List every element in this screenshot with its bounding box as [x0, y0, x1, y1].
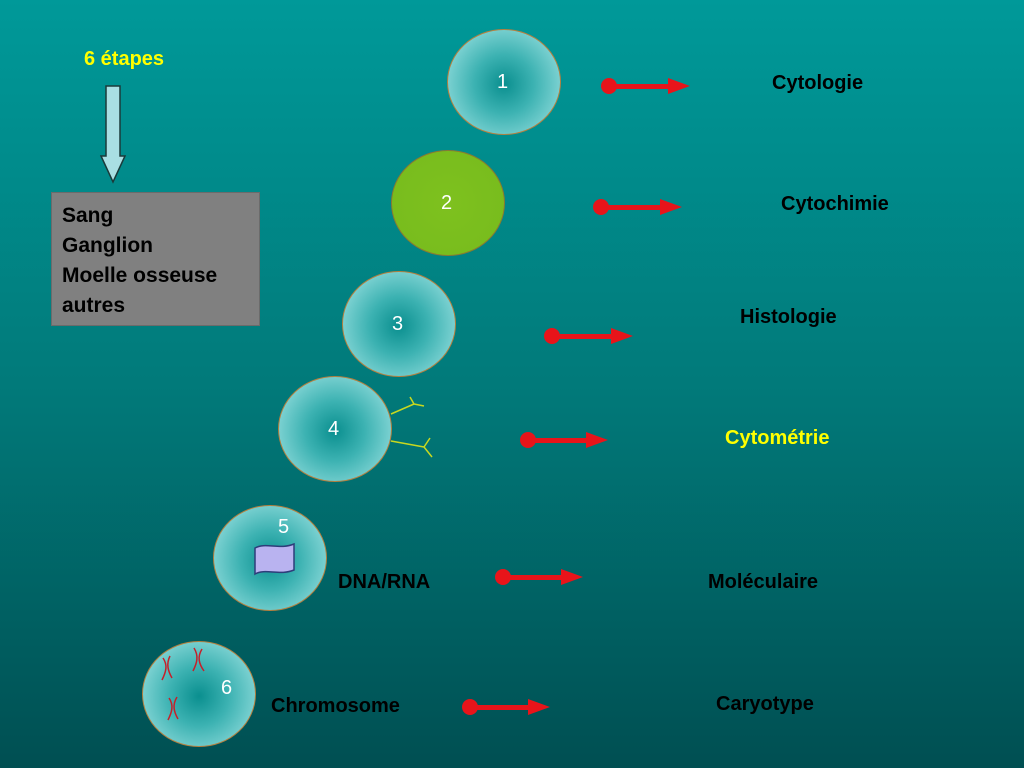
method-moleculaire: Moléculaire: [708, 571, 819, 593]
cell-number-3: 3: [392, 313, 404, 335]
arrow-icon-6: [462, 699, 550, 715]
down-arrow-icon: [99, 85, 127, 184]
cell-number-5: 5: [278, 516, 290, 538]
cell-number-1: 1: [497, 71, 509, 93]
method-cytologie: Cytologie: [772, 72, 864, 94]
sample-sources-box: Sang Ganglion Moelle osseuse autres: [51, 192, 260, 326]
method-histologie: Histologie: [740, 306, 837, 328]
arrow-icon-2: [593, 199, 682, 215]
diagram-title: 6 étapes: [84, 48, 165, 70]
arrow-icon-5: [495, 569, 583, 585]
cell-number-4: 4: [328, 418, 340, 440]
source-item: Moelle osseuse: [62, 264, 218, 287]
source-item: Ganglion: [62, 234, 153, 257]
source-item: autres: [62, 294, 126, 317]
cell-number-2: 2: [441, 192, 453, 214]
cell-3: [342, 271, 456, 377]
cell-4: [278, 376, 392, 482]
label-dna-rna: DNA/RNA: [338, 571, 431, 593]
chromosome-icon: [161, 647, 205, 721]
method-cytometrie: Cytométrie: [725, 427, 830, 449]
arrow-icon-4: [520, 432, 608, 448]
antibody-icon: [390, 396, 433, 458]
dna-icon: [254, 542, 295, 576]
method-cytochimie: Cytochimie: [781, 193, 889, 215]
label-chromosome: Chromosome: [271, 695, 400, 717]
arrow-icon-1: [601, 78, 690, 94]
cell-1: [447, 29, 561, 135]
arrow-icon-3: [544, 328, 633, 344]
source-item: Sang: [62, 204, 114, 227]
method-caryotype: Caryotype: [716, 693, 814, 715]
cell-2: [391, 150, 505, 256]
cell-6: [142, 641, 256, 747]
cell-number-6: 6: [221, 677, 233, 699]
